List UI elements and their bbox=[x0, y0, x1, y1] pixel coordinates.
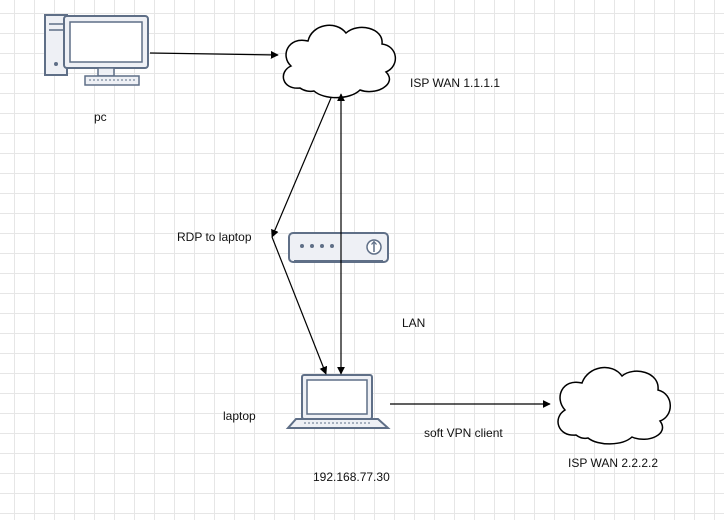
lan-label: LAN bbox=[402, 316, 426, 330]
rdp-arrow-to-laptop bbox=[271, 236, 328, 375]
cloud-icon[interactable] bbox=[557, 366, 671, 445]
pc-label: pc bbox=[94, 110, 107, 124]
rdp-label: RDP to laptop bbox=[177, 230, 252, 244]
vpn-label: soft VPN client bbox=[424, 426, 503, 440]
cloud-icon[interactable] bbox=[282, 24, 396, 99]
laptop-icon[interactable] bbox=[285, 374, 391, 429]
isp-wan-bottom-label: ISP WAN 2.2.2.2 bbox=[568, 456, 659, 470]
laptop-ip-label: 192.168.77.30 bbox=[313, 470, 390, 484]
desktop-computer-icon[interactable] bbox=[44, 14, 149, 86]
isp-wan-top-label: ISP WAN 1.1.1.1 bbox=[410, 76, 501, 90]
rdp-arrow-down bbox=[271, 97, 332, 238]
laptop-label: laptop bbox=[223, 409, 256, 423]
pc-to-isp-arrow bbox=[149, 50, 279, 59]
router-icon[interactable] bbox=[288, 232, 389, 263]
